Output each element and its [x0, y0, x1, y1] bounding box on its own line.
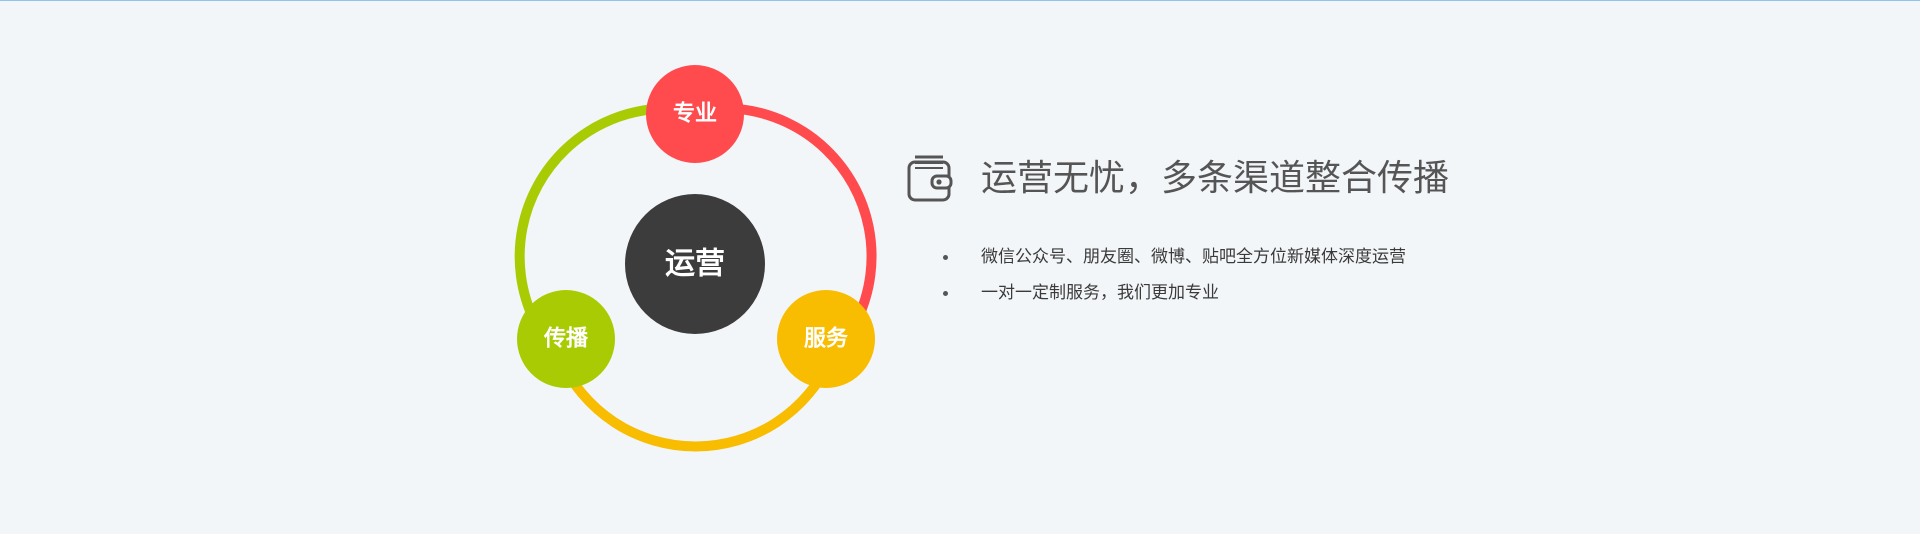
node-right: 服务: [777, 290, 875, 388]
bullet-icon: [943, 255, 948, 260]
wallet-icon: [906, 154, 954, 204]
node-left-label: 传播: [543, 327, 589, 352]
feature-header: 运营无忧，多条渠道整合传播: [906, 153, 1666, 205]
center-node-label: 运营: [665, 247, 725, 282]
feature-panel: 运营无忧，多条渠道整合传播 微信公众号、朋友圈、微博、贴吧全方位新媒体深度运营 …: [906, 153, 1666, 311]
node-left: 传播: [517, 290, 615, 388]
node-top: 专业: [646, 65, 744, 163]
list-item-text: 一对一定制服务，我们更加专业: [981, 283, 1219, 303]
list-item: 微信公众号、朋友圈、微博、贴吧全方位新媒体深度运营: [906, 239, 1666, 275]
feature-title: 运营无忧，多条渠道整合传播: [981, 158, 1450, 199]
node-right-label: 服务: [804, 327, 849, 352]
node-top-label: 专业: [673, 101, 717, 127]
list-item-text: 微信公众号、朋友圈、微博、贴吧全方位新媒体深度运营: [981, 247, 1406, 267]
center-node: 运营: [625, 194, 765, 334]
bullet-icon: [943, 291, 948, 296]
ring-arc-right-left: [555, 353, 836, 452]
list-item: 一对一定制服务，我们更加专业: [906, 275, 1666, 311]
feature-list: 微信公众号、朋友圈、微博、贴吧全方位新媒体深度运营 一对一定制服务，我们更加专业: [906, 239, 1666, 311]
